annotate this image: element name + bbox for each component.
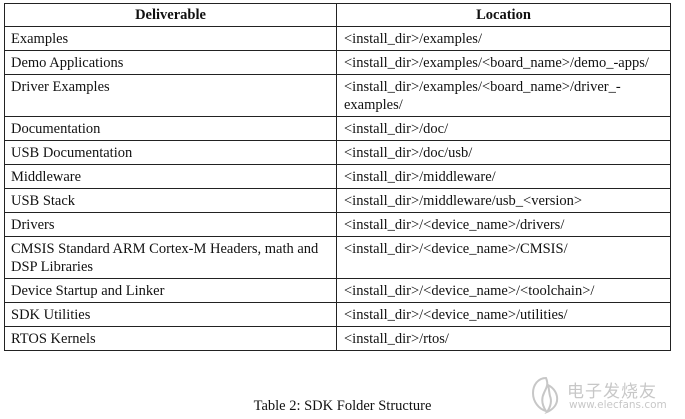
watermark: 电子发烧友 www.elecfans.com bbox=[529, 373, 679, 417]
deliverable-cell: Driver Examples bbox=[4, 74, 337, 117]
deliverable-cell: Examples bbox=[4, 26, 337, 51]
location-cell: <install_dir>/examples/<board_name>/driv… bbox=[336, 74, 671, 117]
location-cell: <install_dir>/<device_name>/<toolchain>/ bbox=[336, 278, 671, 303]
location-cell: <install_dir>/middleware/ bbox=[336, 164, 671, 189]
table-row: Middleware <install_dir>/middleware/ bbox=[4, 164, 671, 189]
location-cell: <install_dir>/<device_name>/utilities/ bbox=[336, 302, 671, 327]
location-cell: <install_dir>/middleware/usb_<version> bbox=[336, 188, 671, 213]
table-row: Drivers <install_dir>/<device_name>/driv… bbox=[4, 212, 671, 237]
table-caption: Table 2: SDK Folder Structure bbox=[253, 398, 432, 414]
table-row: Demo Applications <install_dir>/examples… bbox=[4, 50, 671, 75]
location-cell: <install_dir>/<device_name>/CMSIS/ bbox=[336, 236, 671, 279]
deliverable-cell: Documentation bbox=[4, 116, 337, 141]
location-cell: <install_dir>/<device_name>/drivers/ bbox=[336, 212, 671, 237]
elecfans-logo-icon bbox=[531, 376, 559, 415]
table-header-row: Deliverable Location bbox=[4, 3, 671, 27]
deliverable-cell: USB Stack bbox=[4, 188, 337, 213]
location-cell: <install_dir>/doc/ bbox=[336, 116, 671, 141]
header-deliverable: Deliverable bbox=[4, 3, 337, 27]
table-row: Driver Examples <install_dir>/examples/<… bbox=[4, 74, 671, 117]
deliverable-cell: Device Startup and Linker bbox=[4, 278, 337, 303]
location-cell: <install_dir>/examples/<board_name>/demo… bbox=[336, 50, 671, 75]
location-cell: <install_dir>/examples/ bbox=[336, 26, 671, 51]
location-cell: <install_dir>/rtos/ bbox=[336, 326, 671, 351]
deliverable-cell: Demo Applications bbox=[4, 50, 337, 75]
location-cell: <install_dir>/doc/usb/ bbox=[336, 140, 671, 165]
deliverable-cell: Drivers bbox=[4, 212, 337, 237]
table-row: CMSIS Standard ARM Cortex-M Headers, mat… bbox=[4, 236, 671, 279]
table-row: USB Documentation <install_dir>/doc/usb/ bbox=[4, 140, 671, 165]
watermark-chinese-text: 电子发烧友 bbox=[567, 382, 657, 402]
header-location: Location bbox=[336, 3, 671, 27]
table-row: SDK Utilities <install_dir>/<device_name… bbox=[4, 302, 671, 327]
deliverable-cell: SDK Utilities bbox=[4, 302, 337, 327]
table-row: RTOS Kernels <install_dir>/rtos/ bbox=[4, 326, 671, 351]
deliverable-cell: RTOS Kernels bbox=[4, 326, 337, 351]
deliverable-cell: CMSIS Standard ARM Cortex-M Headers, mat… bbox=[4, 236, 337, 279]
watermark-url: www.elecfans.com bbox=[569, 399, 667, 411]
deliverable-cell: Middleware bbox=[4, 164, 337, 189]
sdk-folder-table: Deliverable Location Examples <install_d… bbox=[4, 3, 671, 351]
deliverable-cell: USB Documentation bbox=[4, 140, 337, 165]
table-row: Documentation <install_dir>/doc/ bbox=[4, 116, 671, 141]
table-row: Examples <install_dir>/examples/ bbox=[4, 26, 671, 51]
table-row: USB Stack <install_dir>/middleware/usb_<… bbox=[4, 188, 671, 213]
table-row: Device Startup and Linker <install_dir>/… bbox=[4, 278, 671, 303]
